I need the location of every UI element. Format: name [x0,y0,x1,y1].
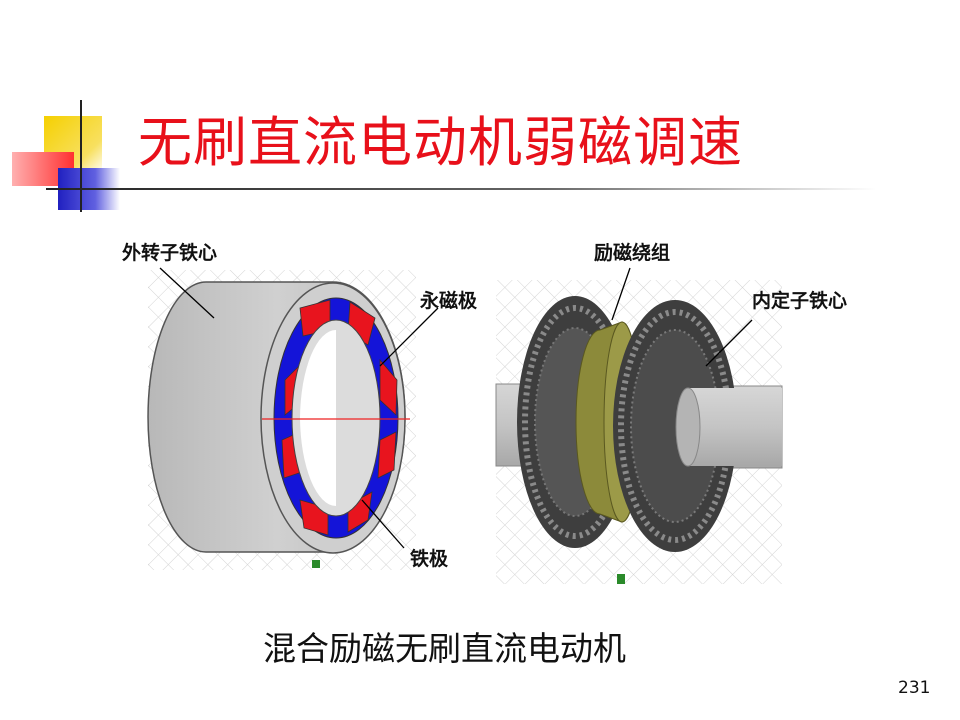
page-number: 231 [898,678,931,698]
page-title: 无刷直流电动机弱磁调速 [138,111,743,174]
axis-marker-right [617,574,625,584]
label-outer-rotor-core: 外转子铁心 [122,242,218,264]
title-underline [46,188,876,190]
label-permanent-magnet-pole: 永磁极 [420,290,478,312]
figure-caption: 混合励磁无刷直流电动机 [263,629,626,668]
label-inner-stator-core: 内定子铁心 [752,290,848,312]
axis-marker-left [312,560,320,568]
label-excitation-winding: 励磁绕组 [594,242,671,264]
permanent-magnet-segments [281,299,398,536]
stator-disc-right [613,300,737,552]
label-iron-pole: 铁极 [410,548,449,570]
decor-vertical-line [80,100,82,212]
